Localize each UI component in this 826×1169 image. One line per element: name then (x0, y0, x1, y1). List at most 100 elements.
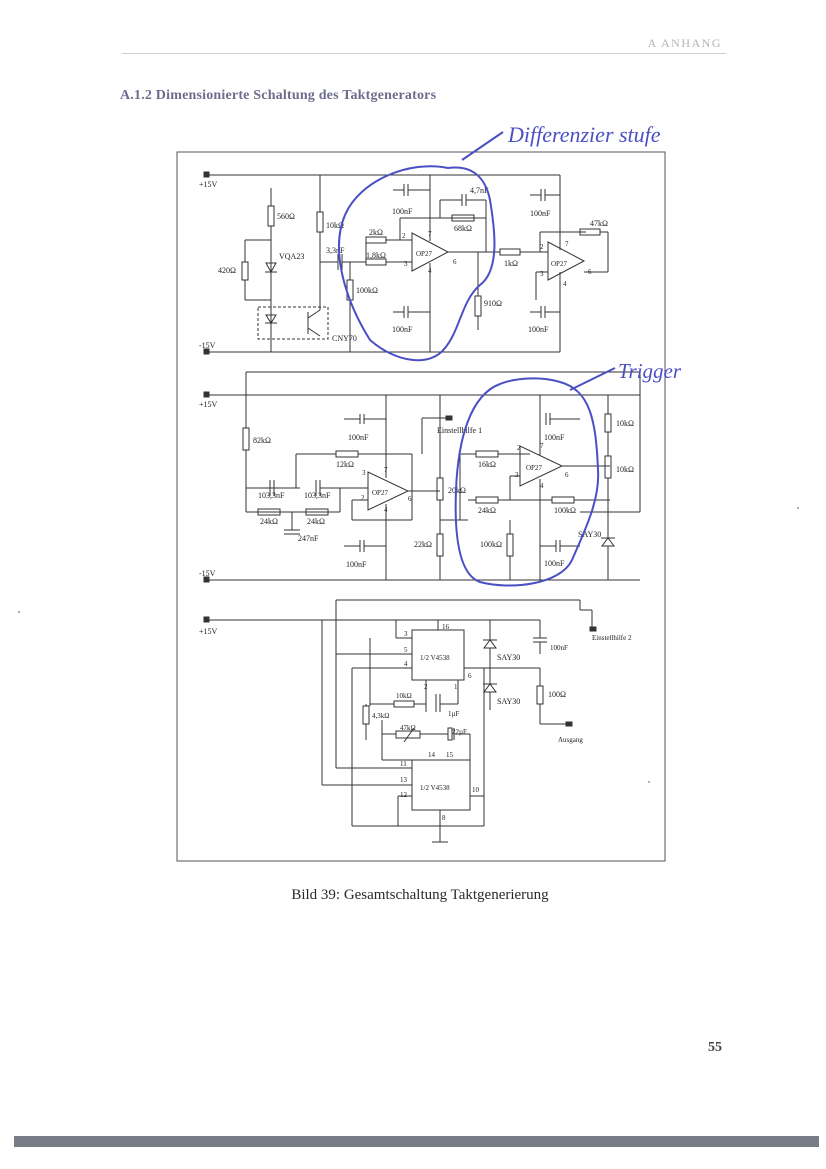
pin-label: 3 (404, 630, 408, 638)
ic-label: 1/2 V4538 (420, 654, 450, 662)
rail-label: -15V (199, 569, 216, 578)
annotation-trigger: Trigger (618, 359, 682, 383)
component-label: 1µF (448, 710, 460, 718)
pin-label: 4 (540, 482, 544, 490)
component-label: 100nF (550, 644, 568, 652)
component-label: 4,3kΩ (372, 712, 389, 720)
rail-label: +15V (199, 400, 218, 409)
component-label: SAY30 (497, 697, 520, 706)
pin-label: 7 (540, 442, 544, 450)
opamp-label: OP27 (526, 464, 542, 472)
pin-label: 3 (404, 260, 408, 268)
component-label: 1kΩ (504, 259, 518, 268)
pin-label: 11 (400, 760, 407, 768)
pin-label: 7 (428, 230, 432, 238)
pin-label: 3 (515, 471, 519, 479)
pin-label: 1 (454, 683, 458, 691)
component-label: 100kΩ (554, 506, 576, 515)
pin-label: 2 (517, 444, 521, 452)
figure-frame (176, 151, 666, 862)
component-label: 20kΩ (448, 486, 466, 495)
component-label: 22kΩ (414, 540, 432, 549)
figure-caption: Bild 39: Gesamtschaltung Taktgenerierung (291, 887, 549, 903)
pin-label: 4 (384, 506, 388, 514)
opamp-label: OP27 (372, 489, 388, 497)
component-label: Ausgang (558, 736, 583, 744)
pin-label: 8 (442, 814, 446, 822)
component-label: 10kΩ (326, 221, 344, 230)
component-label: 24kΩ (260, 517, 278, 526)
component-label: 24kΩ (307, 517, 325, 526)
pin-label: 12 (400, 791, 408, 799)
scan-speck (648, 781, 650, 783)
component-label: 103,3nF (258, 491, 285, 500)
pin-label: 6 (453, 258, 457, 266)
footer-scan-bar (14, 1136, 819, 1147)
component-label: 47kΩ (590, 219, 608, 228)
component-label: 100kΩ (480, 540, 502, 549)
component-label: 82kΩ (253, 436, 271, 445)
pin-label: 2 (402, 232, 406, 240)
component-label: 1,8kΩ (366, 251, 386, 260)
component-label: 100nF (530, 209, 551, 218)
component-label: 100nF (348, 433, 369, 442)
pin-label: 6 (588, 268, 592, 276)
opamp-label: OP27 (551, 260, 567, 268)
ic-label: 1/2 V4538 (420, 784, 450, 792)
scan-speck (18, 611, 20, 613)
rail-label: +15V (199, 180, 218, 189)
component-label: 100nF (528, 325, 549, 334)
opamp-label: OP27 (416, 250, 432, 258)
pin-label: 5 (404, 646, 408, 654)
component-label: 560Ω (277, 212, 295, 221)
stage3-schematic (203, 599, 597, 843)
component-label: 10kΩ (616, 419, 634, 428)
component-label: 100nF (544, 433, 565, 442)
component-label: Einstellhilfe 1 (437, 426, 482, 435)
pin-label: 7 (384, 466, 388, 474)
pin-label: 4 (563, 280, 567, 288)
component-label: 4,7nF (470, 186, 489, 195)
component-label: VQA23 (279, 252, 304, 261)
pin-label: 14 (428, 751, 436, 759)
component-label: 910Ω (484, 299, 502, 308)
pin-label: 2 (424, 683, 428, 691)
annotation-diff-stage: Differenzier stufe (507, 122, 661, 147)
component-label: 12kΩ (336, 460, 354, 469)
section-heading: A.1.2 Dimensionierte Schaltung des Taktg… (120, 88, 437, 103)
handwritten-annotations (338, 131, 616, 587)
component-label: CNY70 (332, 334, 357, 343)
component-label: 100Ω (548, 690, 566, 699)
component-label: 68kΩ (454, 224, 472, 233)
pin-label: 3 (540, 270, 544, 278)
scan-speck (797, 507, 799, 509)
component-label: Einstellhilfe 2 (592, 634, 632, 642)
component-label: 47kΩ (400, 724, 416, 732)
component-label: 2kΩ (369, 228, 383, 237)
component-label: SAY30 (497, 653, 520, 662)
component-label: SAY30 (578, 530, 601, 539)
rail-label: -15V (199, 341, 216, 350)
pin-label: 6 (468, 672, 472, 680)
component-label: 24kΩ (478, 506, 496, 515)
component-label: 420Ω (218, 266, 236, 275)
component-label: 10kΩ (616, 465, 634, 474)
pin-label: 2 (540, 243, 544, 251)
pin-label: 6 (408, 495, 412, 503)
component-label: 16kΩ (478, 460, 496, 469)
component-label: 3,3nF (326, 246, 345, 255)
pin-label: 15 (446, 751, 454, 759)
stage1-schematic (203, 171, 609, 355)
page-number: 55 (708, 1040, 722, 1055)
component-label: 100kΩ (356, 286, 378, 295)
rail-label: +15V (199, 627, 218, 636)
component-label: 10kΩ (396, 692, 412, 700)
header-rule (122, 53, 726, 54)
component-label: 22µF (452, 728, 467, 736)
pin-label: 6 (565, 471, 569, 479)
stage2-schematic (203, 371, 641, 583)
pin-label: 16 (442, 623, 450, 631)
component-label: 100nF (544, 559, 565, 568)
component-label: 247nF (298, 534, 319, 543)
